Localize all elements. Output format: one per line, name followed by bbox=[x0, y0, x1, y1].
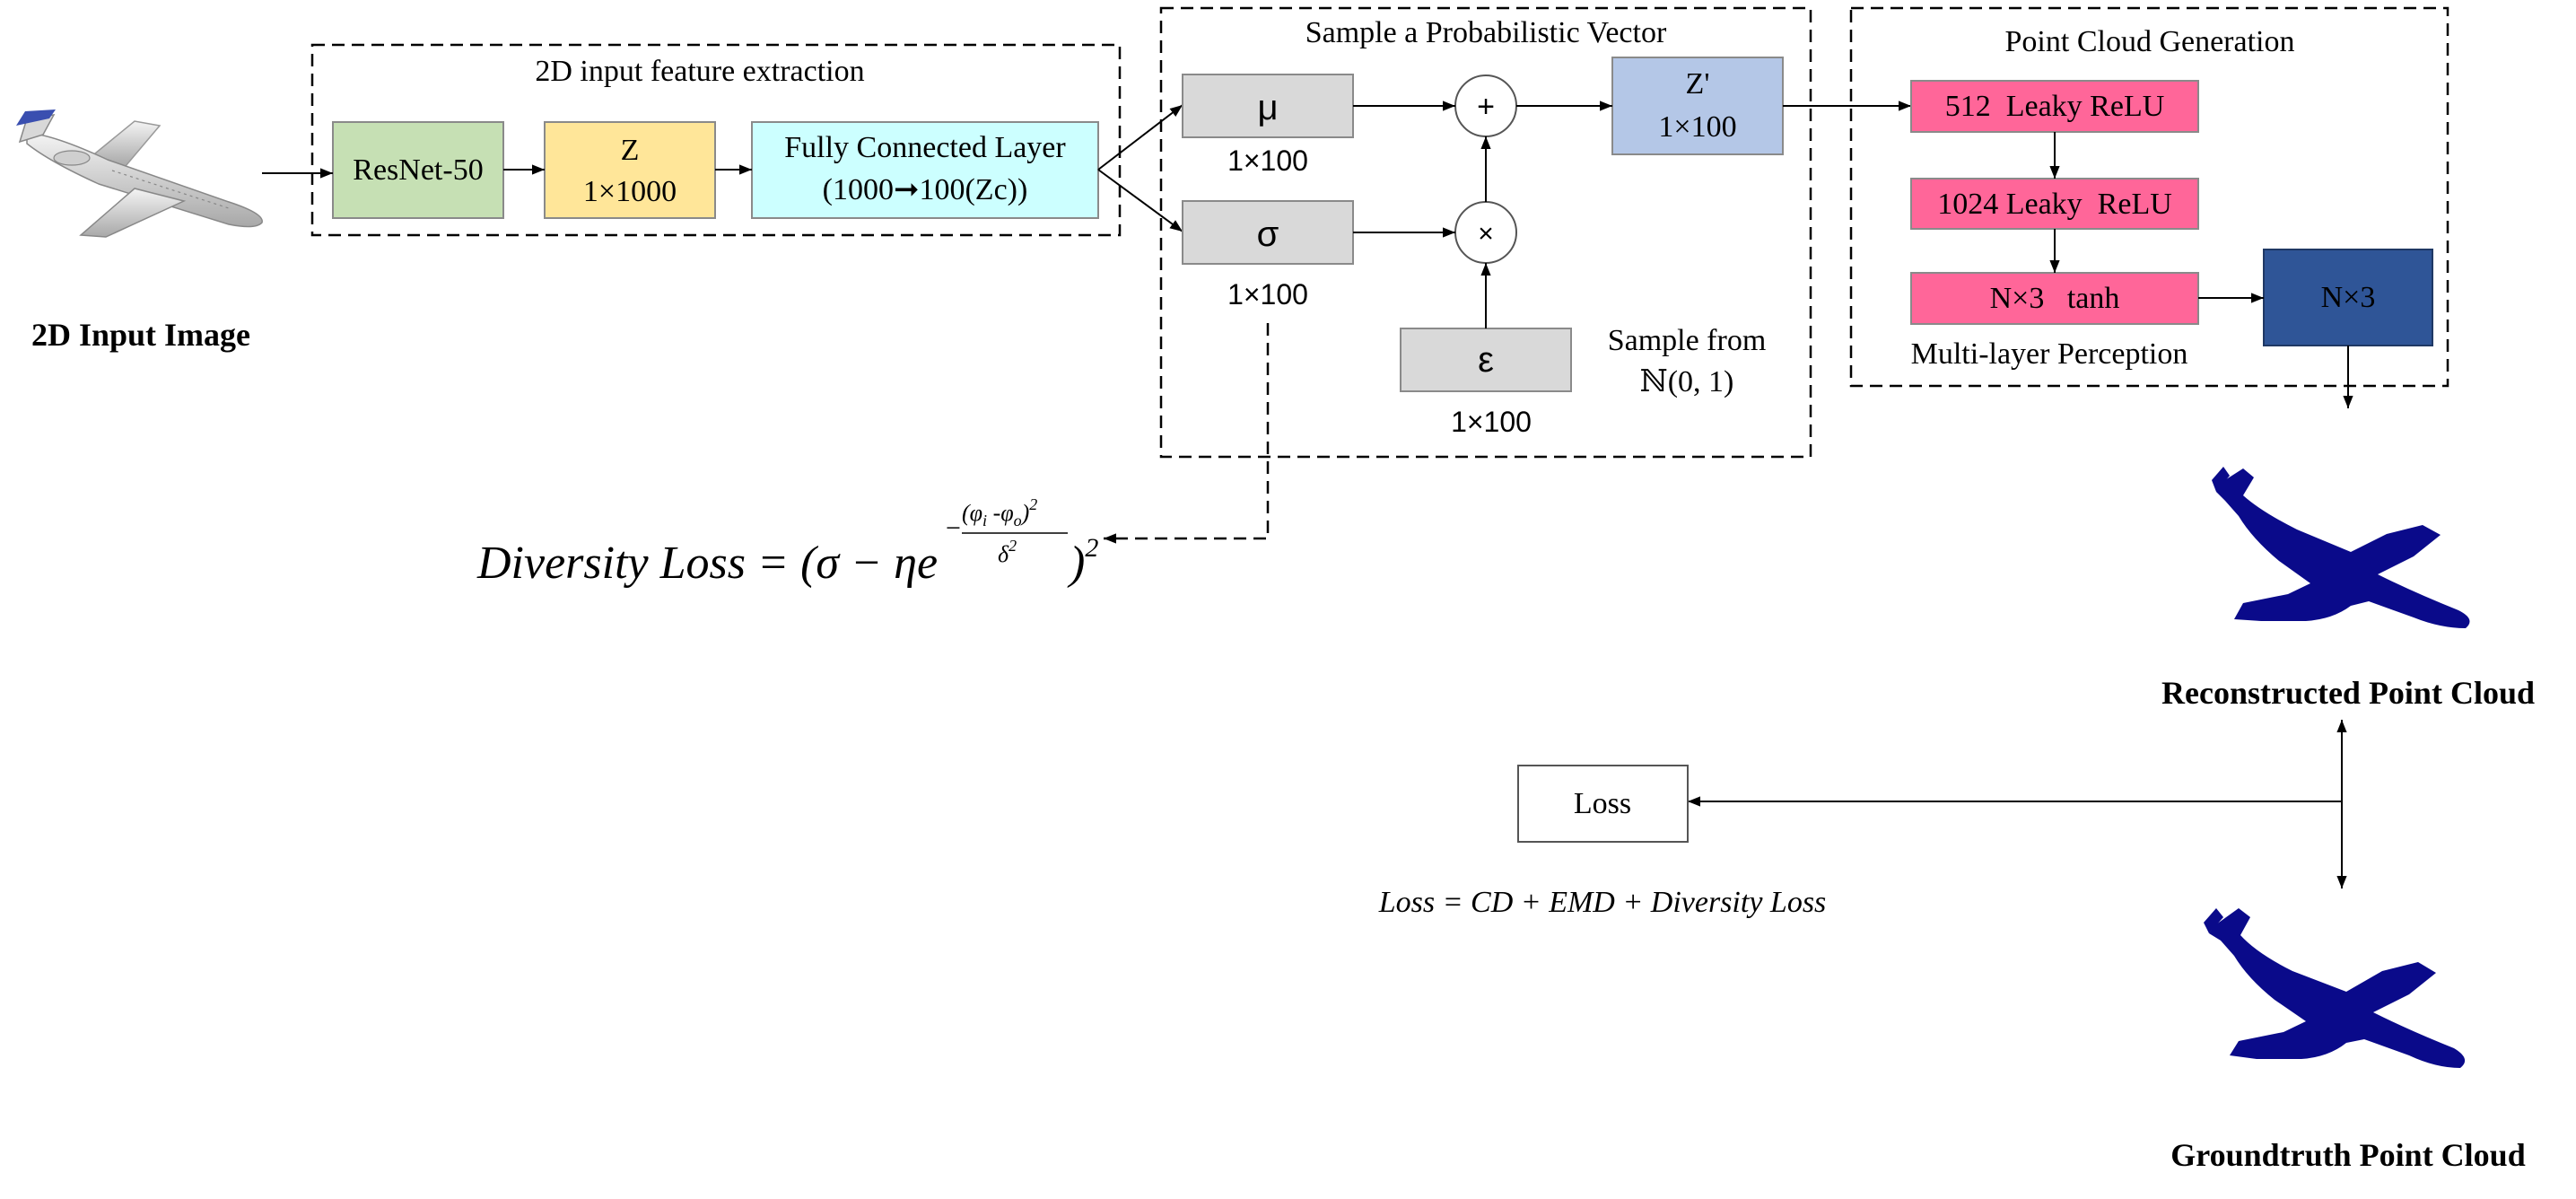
diversity-loss-exp-numerator: (φi -φo)2 bbox=[962, 495, 1037, 529]
sigma-dimension: 1×100 bbox=[1227, 278, 1308, 311]
epsilon-label: ε bbox=[1478, 340, 1494, 380]
sigma-box bbox=[1182, 200, 1354, 265]
mu-label: μ bbox=[1257, 88, 1278, 127]
exp-num-square: 2 bbox=[1029, 495, 1037, 513]
exp-num-close: ) bbox=[1020, 500, 1030, 526]
epsilon-dimension: 1×100 bbox=[1451, 406, 1532, 438]
reconstructed-caption: Reconstructed Point Cloud bbox=[2161, 675, 2535, 711]
rhs-paren: ) bbox=[1067, 538, 1085, 589]
loss-box bbox=[1517, 765, 1689, 843]
diversity-loss-exp-minus: − bbox=[944, 513, 962, 543]
arrow-fc-to-sigma bbox=[1097, 169, 1183, 232]
diversity-loss-exp-denominator: δ2 bbox=[998, 537, 1017, 567]
diversity-loss-rhs: )2 bbox=[1067, 533, 1098, 589]
input-image-caption: 2D Input Image bbox=[31, 317, 250, 353]
multiply-symbol: × bbox=[1478, 219, 1494, 249]
sampling-title: Sample a Probabilistic Vector bbox=[1305, 16, 1667, 49]
fc-layer-mapping: (1000➞100(Zc)) bbox=[823, 173, 1028, 206]
z-box bbox=[544, 121, 716, 219]
arrow-fc-to-mu bbox=[1097, 104, 1183, 171]
input-airplane-image bbox=[16, 109, 263, 238]
diversity-loss-formula: Diversity Loss = (σ − ηe − (φi -φo)2 δ2 … bbox=[476, 495, 1098, 589]
mlp-layer-tanh bbox=[1910, 272, 2199, 325]
loss-formula: Loss = CD + EMD + Diversity Loss bbox=[1378, 886, 1827, 919]
mlp-layer-tanh-label: N×3 tanh bbox=[1990, 282, 2120, 315]
exp-num-sub-i: i bbox=[982, 512, 987, 529]
zprime-dimension: 1×100 bbox=[1658, 110, 1736, 144]
exp-num-sub-o: o bbox=[1014, 512, 1022, 529]
mu-box bbox=[1182, 74, 1354, 138]
exp-den: δ bbox=[998, 541, 1009, 567]
groundtruth-caption: Groundtruth Point Cloud bbox=[2170, 1137, 2525, 1173]
groundtruth-point-cloud bbox=[2204, 908, 2466, 1068]
mlp-caption: Multi-layer Perception bbox=[1911, 337, 2188, 371]
z-dimension: 1×1000 bbox=[583, 175, 677, 208]
dashed-arrow-sigma-to-diversity-loss bbox=[1104, 323, 1270, 544]
feature-extraction-title: 2D input feature extraction bbox=[535, 55, 864, 88]
point-cloud-generation-title: Point Cloud Generation bbox=[2005, 25, 2295, 58]
resnet-label: ResNet-50 bbox=[353, 153, 483, 187]
output-nx3-box bbox=[2263, 249, 2433, 346]
exp-num-open: (φ bbox=[962, 500, 982, 526]
output-nx3-label: N×3 bbox=[2321, 281, 2376, 314]
mu-dimension: 1×100 bbox=[1227, 144, 1308, 177]
fc-layer-label: Fully Connected Layer bbox=[784, 131, 1066, 164]
reconstructed-point-cloud bbox=[2212, 467, 2470, 628]
mlp-layer-512-label: 512 Leaky ReLU bbox=[1945, 90, 2165, 123]
rhs-square: 2 bbox=[1085, 533, 1098, 563]
normal-distribution-label: ℕ(0, 1) bbox=[1640, 365, 1734, 398]
diversity-loss-lhs: Diversity Loss = (σ − ηe bbox=[476, 538, 938, 589]
z-label: Z bbox=[621, 134, 640, 167]
sample-from-label: Sample from bbox=[1608, 324, 1767, 357]
exp-den-square: 2 bbox=[1009, 537, 1017, 555]
plus-symbol: + bbox=[1477, 90, 1495, 124]
mlp-layer-1024-label: 1024 Leaky ReLU bbox=[1937, 188, 2172, 221]
sigma-label: σ bbox=[1257, 214, 1279, 254]
feature-extraction-group bbox=[310, 43, 1122, 237]
epsilon-box bbox=[1400, 328, 1572, 392]
mlp-layer-512 bbox=[1910, 80, 2199, 133]
point-cloud-generation-group bbox=[1849, 6, 2449, 388]
exp-num-mid: -φ bbox=[987, 500, 1014, 526]
zprime-label: Z' bbox=[1686, 67, 1710, 101]
sampling-group bbox=[1159, 6, 1812, 459]
loss-label: Loss bbox=[1574, 787, 1631, 820]
